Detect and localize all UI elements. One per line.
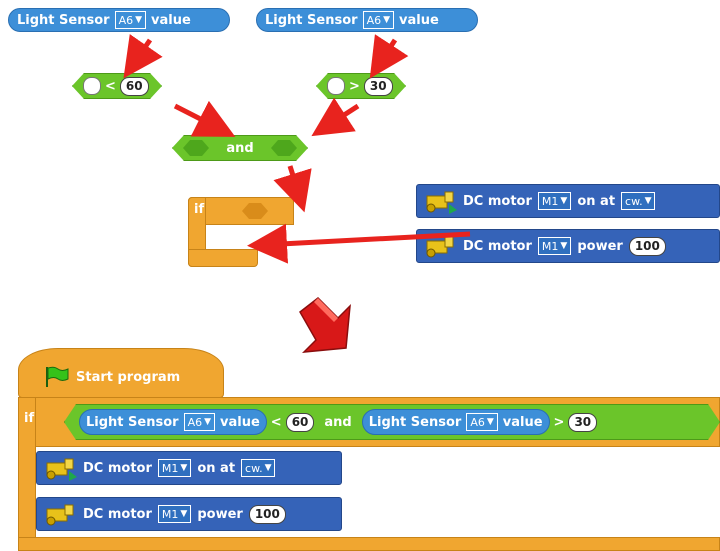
empty-condition-slot[interactable]	[242, 203, 268, 219]
flag-icon	[46, 366, 69, 387]
and-label: and	[226, 140, 254, 156]
reporter-label: Light Sensor	[265, 12, 358, 28]
arrow-and-to-if	[273, 165, 312, 213]
dropdown-arrow-icon: ▼	[135, 15, 143, 25]
arrow-sensor-to-gt	[369, 34, 409, 79]
dropdown-arrow-icon: ▼	[264, 463, 272, 473]
direction-dropdown[interactable]: cw.▼	[621, 192, 656, 210]
light-sensor-reporter-right[interactable]: Light Sensor A6▼ value	[256, 8, 478, 32]
and-condition[interactable]: Light Sensor A6▼ value < 60 and Light Se…	[64, 404, 720, 440]
and-operator[interactable]: and	[172, 135, 308, 161]
arrow-gt-to-and	[311, 97, 360, 137]
empty-boolean-slot[interactable]	[183, 140, 209, 156]
direction-dropdown[interactable]: cw.▼	[241, 459, 276, 477]
power-input[interactable]: 100	[248, 504, 286, 524]
command-label: DC motor	[463, 238, 532, 254]
greater-than-operator[interactable]: > 30	[316, 73, 406, 99]
motor-dropdown[interactable]: M1▼	[157, 505, 192, 523]
number-input[interactable]: 30	[364, 77, 393, 96]
motor-icon	[43, 455, 77, 481]
start-label: Start program	[76, 370, 181, 385]
if-label: if	[24, 411, 35, 426]
dropdown-arrow-icon: ▼	[180, 463, 188, 473]
arrow-motors-to-if	[247, 223, 471, 264]
motor-icon	[43, 501, 77, 527]
dropdown-arrow-icon: ▼	[560, 196, 568, 206]
light-sensor-reporter-left[interactable]: Light Sensor A6▼ value	[8, 8, 230, 32]
if-label: if	[194, 202, 205, 217]
if-block[interactable]: if	[188, 197, 294, 267]
command-mid: on at	[197, 460, 236, 476]
command-mid: on at	[577, 193, 616, 209]
operator-symbol: <	[105, 78, 116, 94]
arrow-sensor-to-lt	[123, 34, 163, 79]
dropdown-arrow-icon: ▼	[644, 196, 652, 206]
start-program-hat[interactable]: Start program	[18, 348, 224, 398]
empty-boolean-slot[interactable]	[271, 140, 297, 156]
number-input[interactable]: 60	[286, 413, 315, 432]
reporter-label: Light Sensor	[17, 12, 110, 28]
light-sensor-reporter[interactable]: Light Sensor A6▼ value	[362, 409, 550, 435]
port-dropdown[interactable]: A6▼	[466, 413, 497, 431]
number-input[interactable]: 30	[568, 413, 597, 432]
command-label: DC motor	[83, 506, 152, 522]
empty-slot[interactable]	[83, 77, 101, 95]
light-sensor-reporter[interactable]: Light Sensor A6▼ value	[79, 409, 267, 435]
motor-icon	[423, 188, 457, 214]
command-mid: power	[577, 238, 623, 254]
port-dropdown[interactable]: A6▼	[184, 413, 215, 431]
and-label: and	[324, 414, 352, 430]
big-down-arrow-icon	[299, 297, 351, 353]
arrow-lt-to-and	[173, 100, 236, 137]
dc-motor-power-command[interactable]: DC motor M1▼ power 100	[36, 497, 342, 531]
power-input[interactable]: 100	[628, 236, 666, 256]
operator-symbol: >	[553, 414, 565, 430]
dc-motor-on-command[interactable]: DC motor M1▼ on at cw.▼	[416, 184, 720, 218]
port-dropdown[interactable]: A6▼	[362, 11, 395, 29]
motor-dropdown[interactable]: M1▼	[157, 459, 192, 477]
command-label: DC motor	[83, 460, 152, 476]
reporter-suffix: value	[399, 12, 439, 28]
operator-symbol: >	[349, 78, 360, 94]
dropdown-arrow-icon: ▼	[204, 417, 212, 427]
command-label: DC motor	[463, 193, 532, 209]
reporter-suffix: value	[151, 12, 191, 28]
operator-symbol: <	[270, 414, 282, 430]
dropdown-arrow-icon: ▼	[486, 417, 494, 427]
dropdown-arrow-icon: ▼	[383, 15, 391, 25]
dropdown-arrow-icon: ▼	[180, 509, 188, 519]
command-mid: power	[197, 506, 243, 522]
motor-dropdown[interactable]: M1▼	[537, 237, 572, 255]
dropdown-arrow-icon: ▼	[560, 241, 568, 251]
dc-motor-on-command[interactable]: DC motor M1▼ on at cw.▼	[36, 451, 342, 485]
motor-dropdown[interactable]: M1▼	[537, 192, 572, 210]
port-dropdown[interactable]: A6▼	[114, 11, 147, 29]
empty-slot[interactable]	[327, 77, 345, 95]
